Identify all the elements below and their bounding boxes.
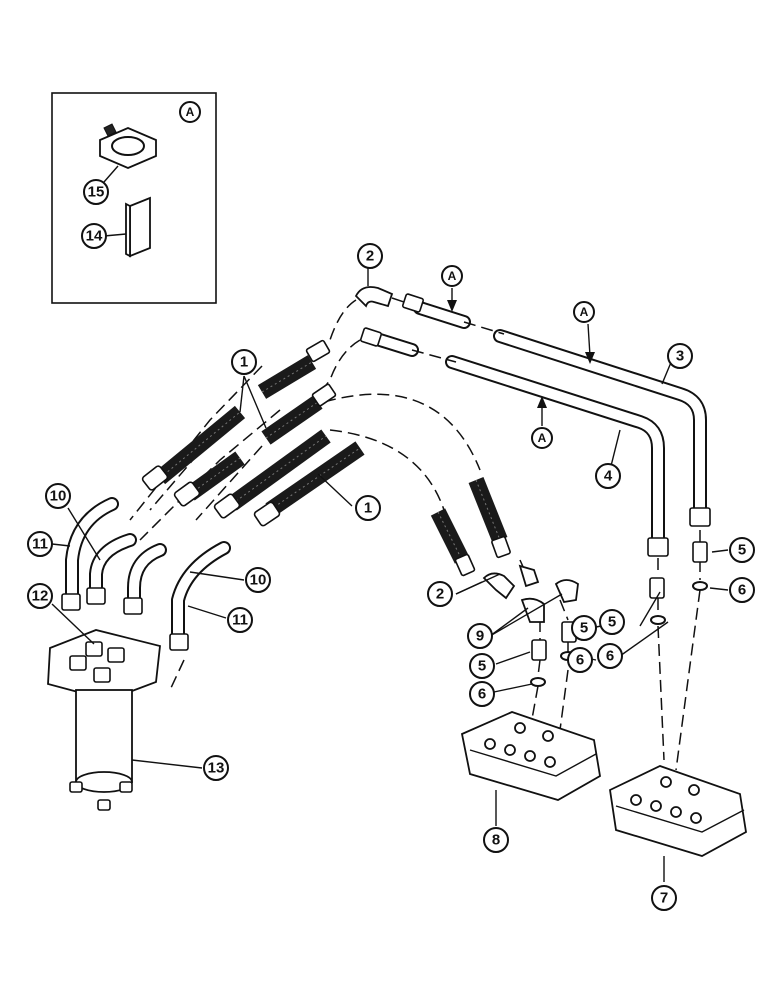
svg-text:14: 14: [86, 228, 103, 245]
callout-7: 7: [651, 885, 677, 911]
tubes-10-11: [61, 497, 231, 651]
callout-1a: 1: [231, 349, 257, 375]
lower-elbows-and-fittings: [482, 541, 708, 687]
svg-text:12: 12: [32, 588, 49, 605]
tube-4: [445, 355, 669, 557]
callout-2a: 2: [357, 243, 383, 269]
svg-text:5: 5: [580, 620, 588, 637]
swivel-assembly-13: [47, 629, 161, 811]
svg-text:6: 6: [478, 686, 486, 703]
callout-14: 14: [81, 223, 107, 249]
svg-text:6: 6: [738, 582, 746, 599]
callout-5d: 5: [571, 615, 597, 641]
callout-11a: 11: [27, 531, 53, 557]
svg-text:6: 6: [576, 652, 584, 669]
svg-text:13: 13: [208, 760, 225, 777]
callout-11b: 11: [227, 607, 253, 633]
leader-lines: [51, 268, 729, 882]
callout-5c: 5: [469, 653, 495, 679]
callout-4: 4: [595, 463, 621, 489]
svg-text:8: 8: [492, 832, 500, 849]
svg-text:4: 4: [604, 468, 613, 485]
callout-13: 13: [203, 755, 229, 781]
svg-text:3: 3: [676, 348, 684, 365]
detail-mark-a-2: A: [573, 301, 595, 323]
callout-9: 9: [467, 623, 493, 649]
callout-8: 8: [483, 827, 509, 853]
callout-2b: 2: [427, 581, 453, 607]
svg-text:2: 2: [366, 248, 374, 265]
svg-text:7: 7: [660, 890, 668, 907]
svg-text:10: 10: [50, 488, 67, 505]
top-fittings: [354, 286, 471, 357]
svg-text:1: 1: [240, 354, 248, 371]
callout-10a: 10: [45, 483, 71, 509]
callout-15: 15: [83, 179, 109, 205]
tube-3: [493, 329, 711, 527]
svg-text:6: 6: [606, 648, 614, 665]
dashed-routing-lines: [83, 297, 701, 771]
callout-12: 12: [27, 583, 53, 609]
svg-text:2: 2: [436, 586, 444, 603]
callout-10b: 10: [245, 567, 271, 593]
detail-mark-a-1: A: [441, 265, 463, 287]
callout-6a: 6: [729, 577, 755, 603]
svg-text:11: 11: [232, 612, 248, 629]
svg-text:5: 5: [478, 658, 486, 675]
svg-text:A: A: [186, 105, 195, 119]
svg-text:9: 9: [476, 628, 484, 645]
detail-mark-a-3: A: [531, 427, 553, 449]
svg-text:5: 5: [738, 542, 746, 559]
callout-5a: 5: [729, 537, 755, 563]
callout-1b: 1: [355, 495, 381, 521]
control-valve-7: [609, 765, 747, 857]
svg-text:5: 5: [608, 614, 616, 631]
callout-5b: 5: [599, 609, 625, 635]
callout-6d: 6: [567, 647, 593, 673]
svg-text:11: 11: [32, 536, 48, 553]
channel-part: [125, 196, 151, 258]
detail-a-arrows: [447, 300, 595, 408]
svg-text:A: A: [538, 431, 547, 445]
svg-text:15: 15: [88, 184, 105, 201]
control-valve-8: [460, 711, 601, 801]
svg-text:1: 1: [364, 500, 372, 517]
callout-6b: 6: [597, 643, 623, 669]
callout-3: 3: [667, 343, 693, 369]
callout-6c: 6: [469, 681, 495, 707]
svg-text:A: A: [448, 269, 457, 283]
svg-text:A: A: [580, 305, 589, 319]
clamp-part: [99, 123, 157, 169]
svg-text:10: 10: [250, 572, 267, 589]
detail-mark-a-inset: A: [179, 101, 201, 123]
hoses-1: [141, 339, 511, 577]
detail-a-inset: [51, 92, 217, 304]
